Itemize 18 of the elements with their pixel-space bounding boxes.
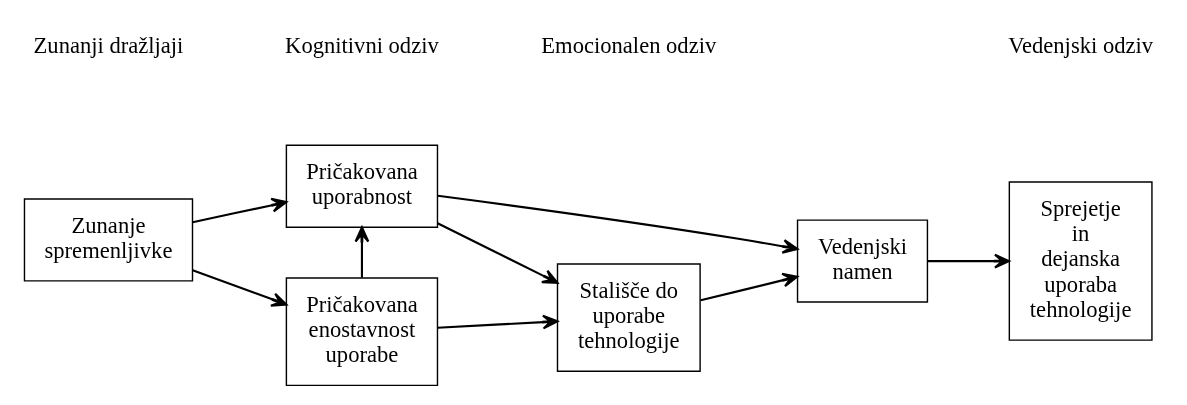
node-box: Stališče do uporabe tehnologije (556, 263, 701, 372)
label: Zunanji dražljaji (33, 33, 184, 59)
node-box: Pričakovana uporabnost (285, 144, 439, 228)
arrow (927, 253, 1011, 269)
arrow (192, 197, 288, 224)
label: Emocionalen odziv (541, 33, 717, 59)
label: Vedenjski odziv (1008, 33, 1154, 59)
node-box: Vedenjski namen (796, 219, 929, 303)
arrow (354, 226, 370, 278)
label: Kognitivni odziv (285, 33, 439, 59)
node-box: Sprejetje in dejanska uporaba tehnologije (1008, 181, 1153, 341)
arrow (700, 272, 799, 302)
node-box: Pričakovana enostavnost uporabe (285, 277, 439, 387)
node-box: Zunanje spremenljivke (23, 198, 194, 282)
arrow (437, 314, 559, 330)
arrow (192, 269, 288, 307)
arrow (437, 194, 799, 254)
arrow (437, 222, 559, 284)
